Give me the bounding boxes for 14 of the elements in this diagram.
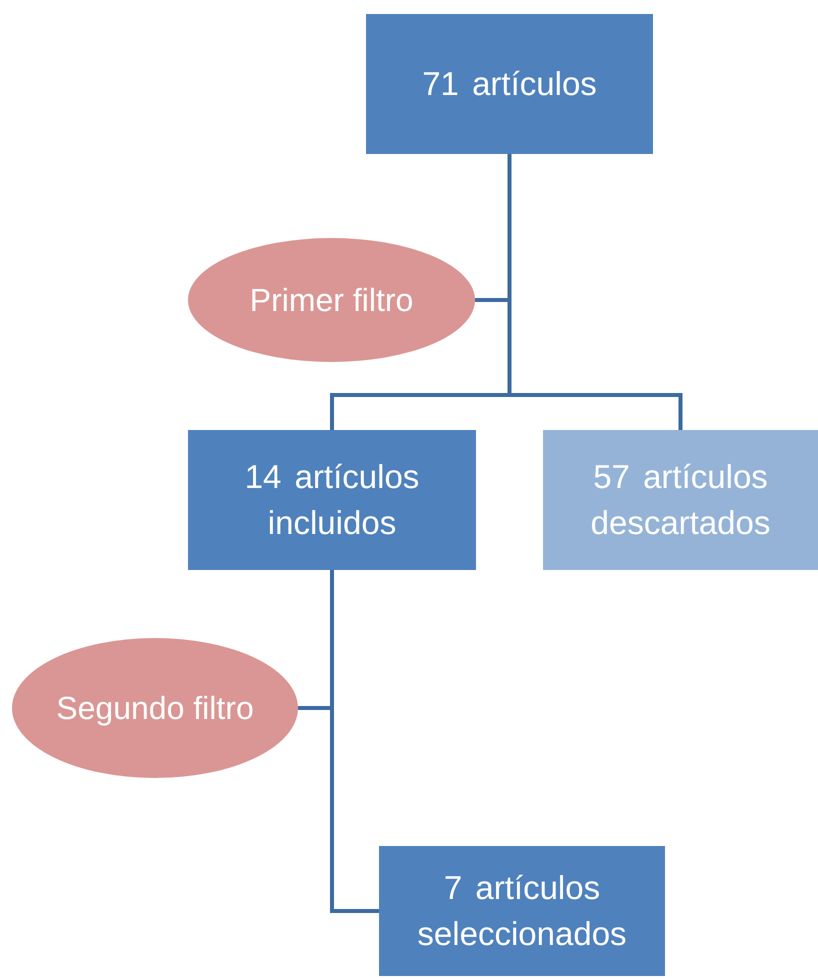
process-box <box>543 430 818 570</box>
node-label: Primer filtro <box>248 281 414 320</box>
connector-line <box>298 706 332 710</box>
node-label: 71 artículos <box>422 64 597 104</box>
node-label: Segundo filtro <box>55 689 255 728</box>
node-label: 57 artículos descartados <box>590 457 772 543</box>
connector-line <box>475 298 510 302</box>
process-box <box>188 430 476 570</box>
process-box <box>379 846 665 976</box>
connector-line <box>508 154 682 430</box>
node-label: 14 artículos incluidos <box>244 457 420 543</box>
node-label: 7 artículos seleccionados <box>416 868 628 954</box>
process-box <box>366 14 653 154</box>
connector-line <box>330 570 379 913</box>
